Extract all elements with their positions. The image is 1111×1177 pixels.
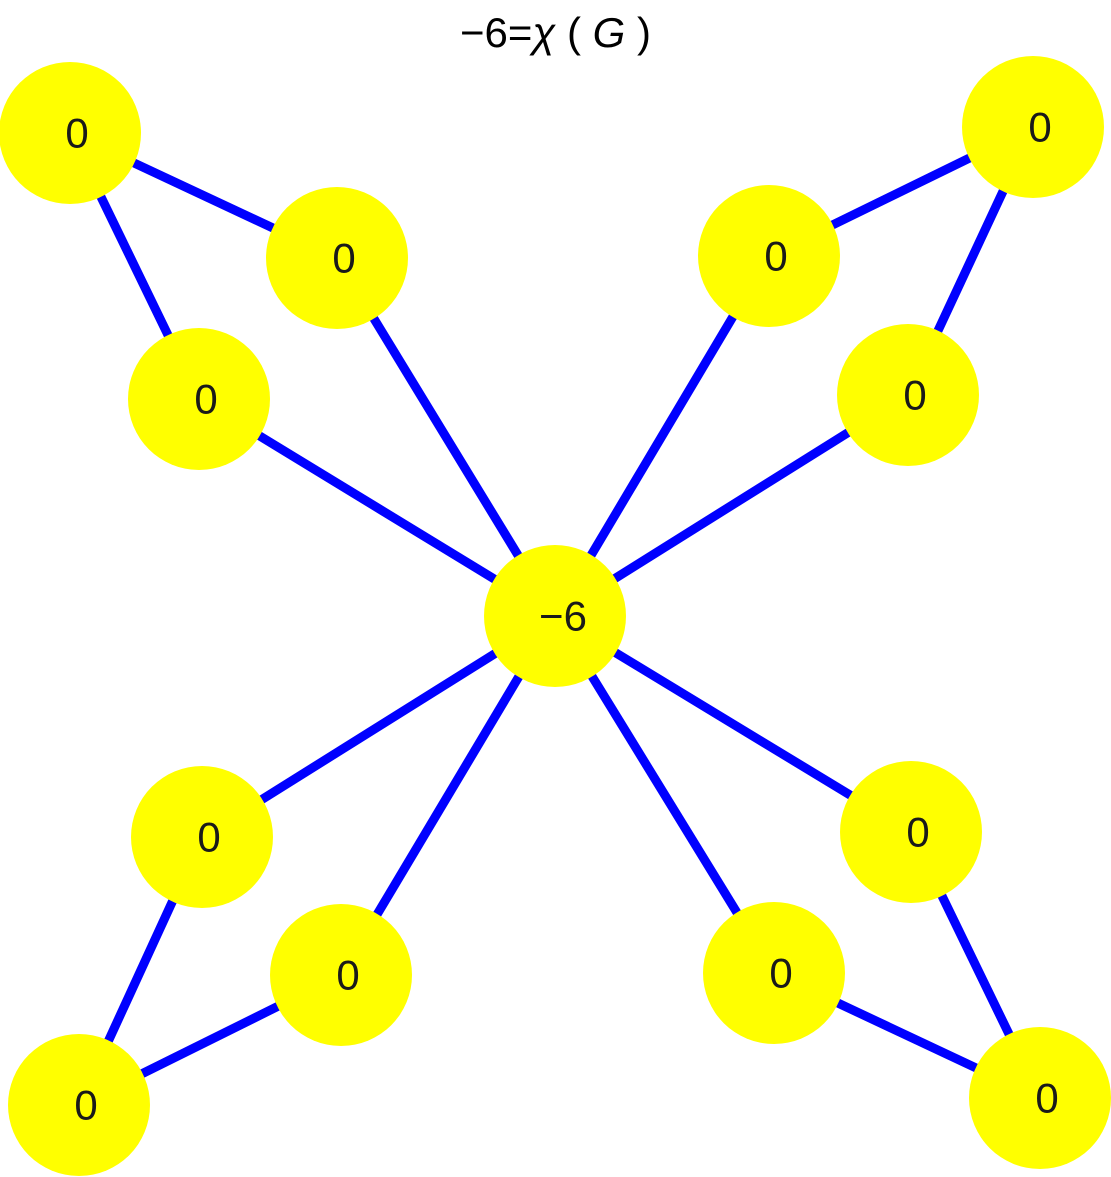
node-circle (840, 761, 982, 903)
node-label: 0 (65, 110, 88, 157)
node-bl-c: 0 (131, 766, 273, 908)
node-center: −6 (484, 545, 626, 687)
node-br-a: 0 (969, 1027, 1111, 1169)
node-tr-a: 0 (962, 56, 1104, 198)
node-circle (0, 62, 141, 204)
node-circle (962, 56, 1104, 198)
nodes-layer: −6 0 0 0 0 0 0 0 0 0 0 0 0 (0, 56, 1111, 1176)
node-circle (969, 1027, 1111, 1169)
node-circle (8, 1034, 150, 1176)
node-circle (703, 902, 845, 1044)
node-label: 0 (764, 233, 787, 280)
node-label: 0 (903, 372, 926, 419)
node-tl-c: 0 (128, 328, 270, 470)
node-circle (698, 185, 840, 327)
title-arg: G (592, 9, 626, 56)
node-label: 0 (336, 952, 359, 999)
node-label: −6 (539, 593, 587, 640)
title-open: ( (555, 9, 593, 56)
title-lhs: −6= (459, 9, 533, 56)
node-label: 0 (74, 1082, 97, 1129)
node-label: 0 (1028, 104, 1051, 151)
node-circle (266, 187, 408, 329)
title-close: ) (625, 9, 651, 56)
node-tl-b: 0 (266, 187, 408, 329)
node-bl-b: 0 (270, 904, 412, 1046)
node-label: 0 (1035, 1075, 1058, 1122)
node-br-b: 0 (703, 902, 845, 1044)
graph-title: −6=χ ( G ) (0, 8, 1111, 58)
node-circle (128, 328, 270, 470)
node-tr-b: 0 (698, 185, 840, 327)
node-circle (837, 324, 979, 466)
node-circle (270, 904, 412, 1046)
node-label: 0 (769, 950, 792, 997)
node-circle (484, 545, 626, 687)
node-br-c: 0 (840, 761, 982, 903)
node-label: 0 (906, 809, 929, 856)
title-func: χ (532, 9, 556, 56)
node-label: 0 (197, 814, 220, 861)
node-bl-a: 0 (8, 1034, 150, 1176)
node-tr-c: 0 (837, 324, 979, 466)
node-tl-a: 0 (0, 62, 141, 204)
node-label: 0 (332, 235, 355, 282)
node-circle (131, 766, 273, 908)
node-label: 0 (194, 376, 217, 423)
